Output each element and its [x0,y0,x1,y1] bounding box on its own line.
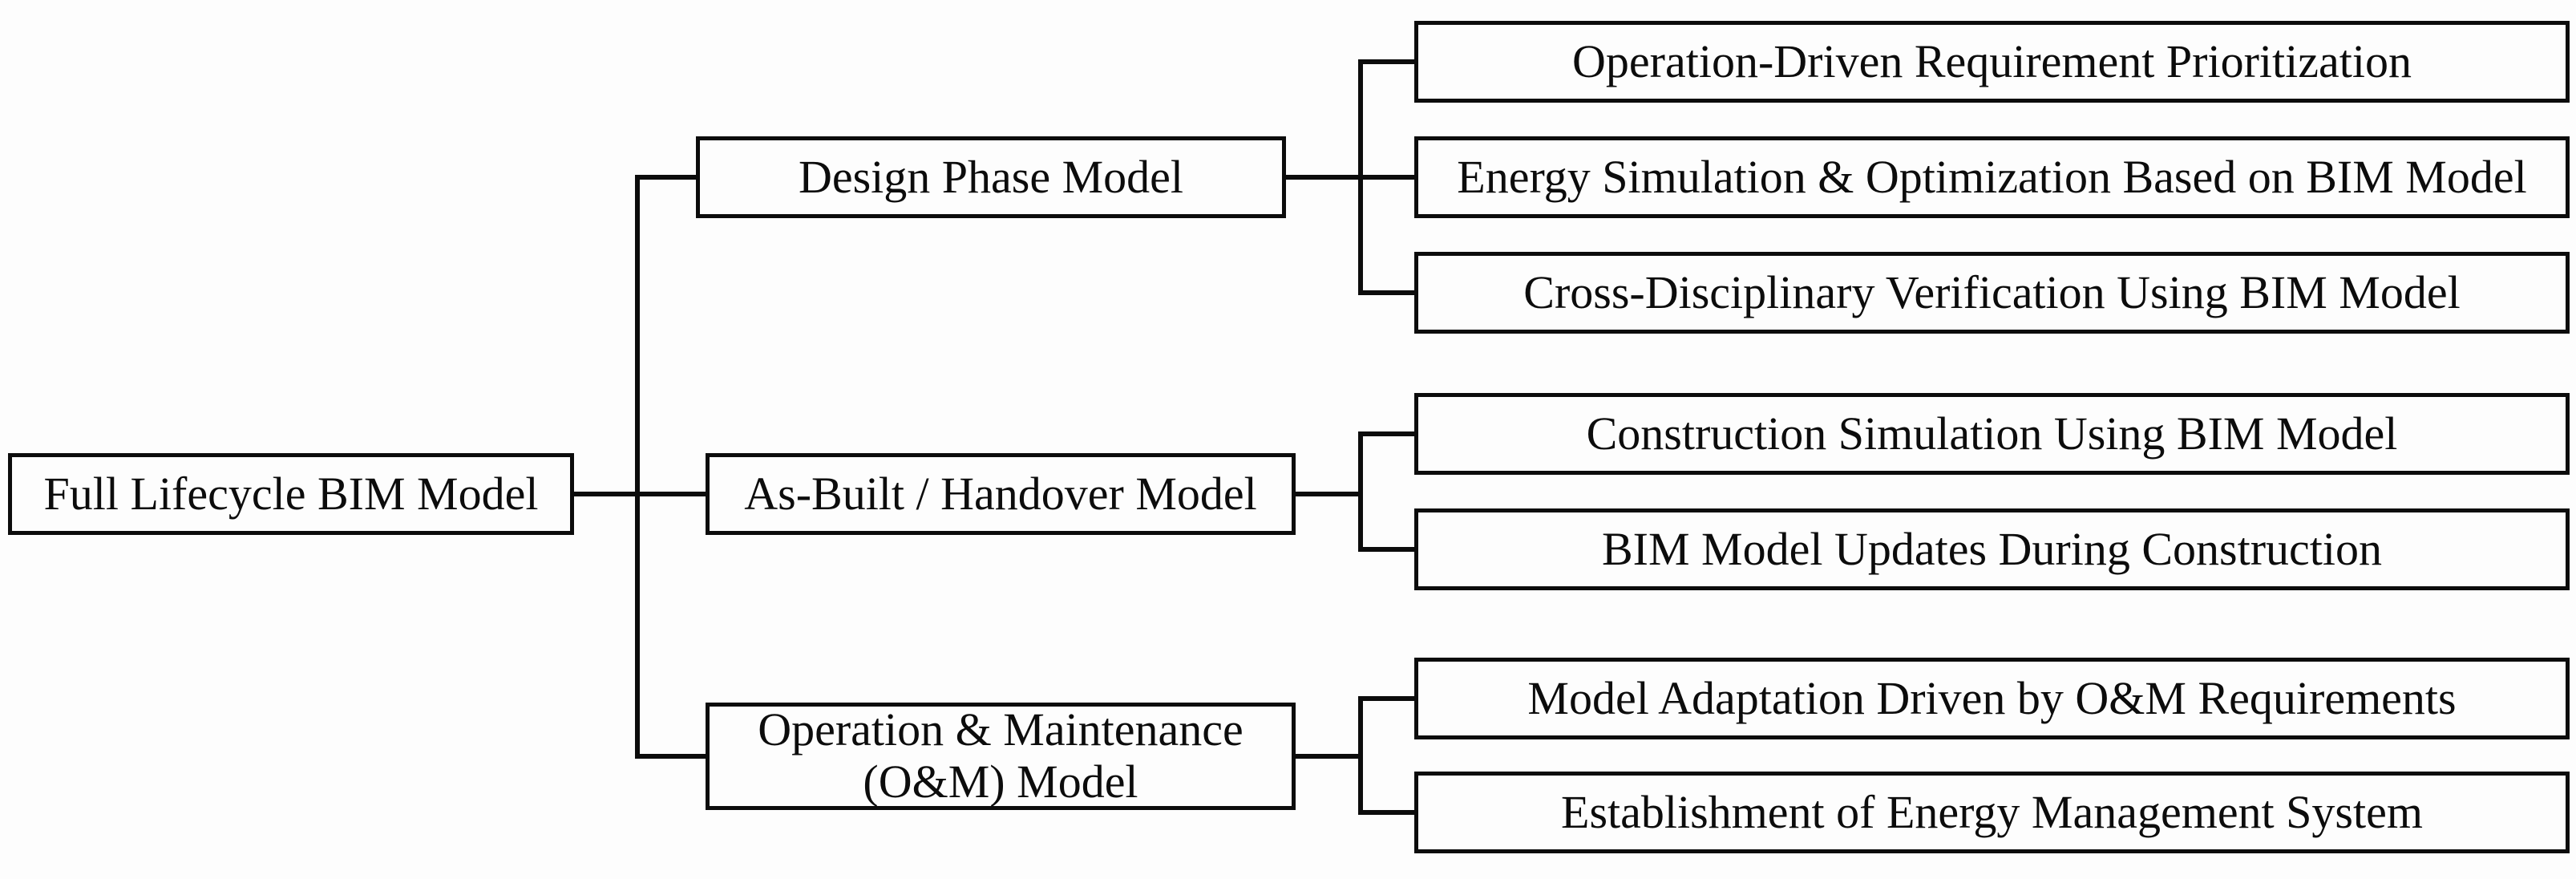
node-full-lifecycle-bim-model: Full Lifecycle BIM Model [8,453,574,535]
node-label: Energy Simulation & Optimization Based o… [1457,150,2527,203]
node-design-phase-model: Design Phase Model [696,136,1286,218]
node-cross-disciplinary-verification: Cross-Disciplinary Verification Using BI… [1414,252,2570,334]
node-energy-management-system: Establishment of Energy Management Syste… [1414,772,2570,853]
node-energy-simulation-optimization: Energy Simulation & Optimization Based o… [1414,136,2570,218]
node-bim-model-updates: BIM Model Updates During Construction [1414,508,2570,590]
node-label: Full Lifecycle BIM Model [43,467,539,520]
node-label: Operation & Maintenance (O&M) Model [758,703,1244,808]
node-operation-maintenance-model: Operation & Maintenance (O&M) Model [706,703,1296,810]
node-construction-simulation: Construction Simulation Using BIM Model [1414,393,2570,475]
node-operation-driven-requirement-prioritization: Operation-Driven Requirement Prioritizat… [1414,21,2570,103]
node-label: As-Built / Handover Model [744,467,1257,520]
node-as-built-handover-model: As-Built / Handover Model [706,453,1296,535]
node-label: Operation-Driven Requirement Prioritizat… [1572,34,2412,87]
node-label: Design Phase Model [798,150,1184,203]
node-label: Cross-Disciplinary Verification Using BI… [1523,265,2461,318]
node-label: BIM Model Updates During Construction [1601,522,2383,575]
node-label: Model Adaptation Driven by O&M Requireme… [1527,671,2457,724]
node-label: Establishment of Energy Management Syste… [1561,785,2423,838]
node-model-adaptation-om-requirements: Model Adaptation Driven by O&M Requireme… [1414,658,2570,739]
node-label: Construction Simulation Using BIM Model [1586,407,2398,460]
